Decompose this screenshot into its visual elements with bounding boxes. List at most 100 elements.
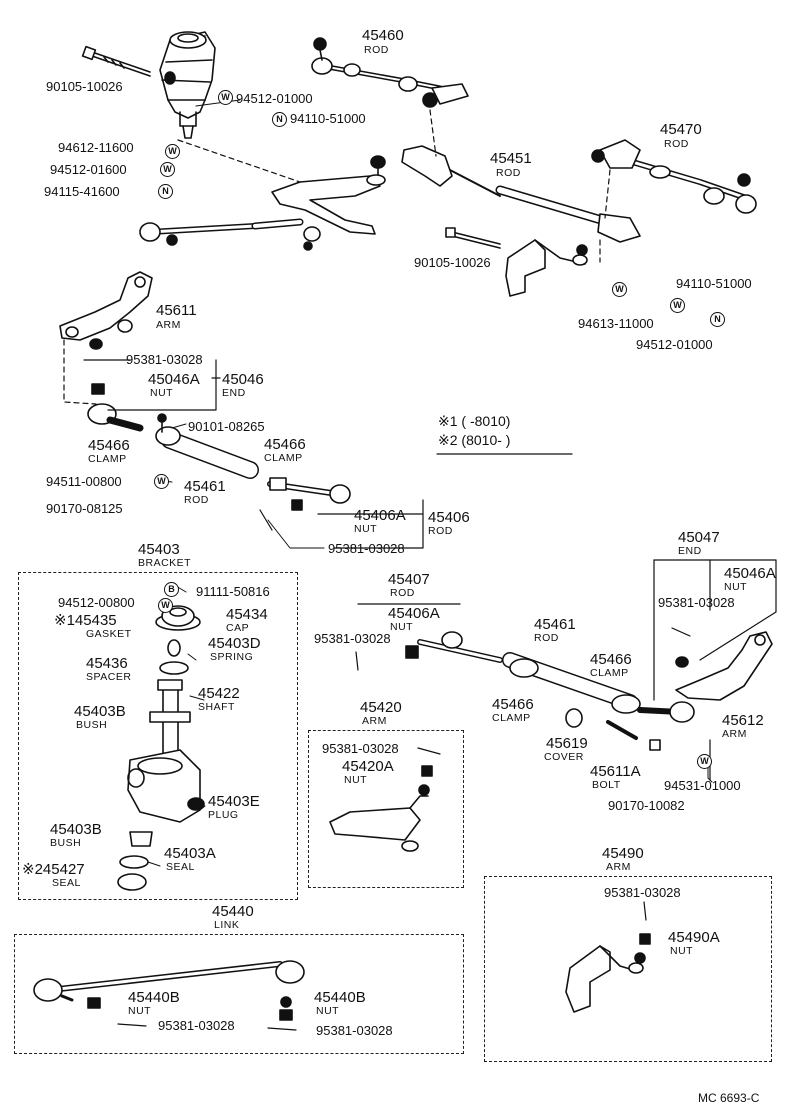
- part-number: 94110-51000: [676, 276, 752, 291]
- arm-45420: [329, 747, 441, 852]
- part-name: CLAMP: [492, 712, 531, 724]
- part-name: CLAMP: [590, 667, 629, 679]
- part-number: 95381-03028: [328, 541, 405, 556]
- note-1: ※1 ( -8010): [438, 413, 511, 429]
- arm-45490-box: [484, 876, 772, 1062]
- part-number: 45406A: [354, 507, 406, 524]
- part-number: 94110-51000: [290, 111, 366, 126]
- part-name: SPRING: [210, 651, 254, 663]
- part-name: ROD: [364, 44, 389, 56]
- leader-dashes-top: [177, 109, 611, 263]
- part-name: BOLT: [592, 779, 621, 791]
- washer-symbol: W: [612, 282, 627, 297]
- part-name: SEAL: [166, 861, 195, 873]
- part-number: 45611A: [590, 763, 641, 780]
- part-number: 45440B: [314, 989, 366, 1006]
- arm-45611: [59, 271, 153, 350]
- part-name: BUSH: [76, 719, 108, 731]
- washer-symbol: W: [218, 90, 233, 105]
- part-number: 90105-10026: [46, 79, 123, 94]
- part-name: NUT: [390, 621, 414, 633]
- part-name: GASKET: [86, 628, 132, 640]
- part-number: 45047: [678, 529, 720, 546]
- part-name: SPACER: [86, 671, 132, 683]
- part-number: 45406: [428, 509, 470, 526]
- part-number: 95381-03028: [314, 631, 391, 646]
- part-name: SHAFT: [198, 701, 235, 713]
- part-number: 45422: [198, 685, 240, 702]
- part-name: NUT: [128, 1005, 152, 1017]
- part-number: 45434: [226, 606, 268, 623]
- part-name: BUSH: [50, 837, 82, 849]
- part-name: ROD: [496, 167, 521, 179]
- part-name: CLAMP: [88, 453, 127, 465]
- grouping-brackets: [107, 359, 777, 781]
- part-number: 45460: [362, 27, 404, 44]
- part-name: ROD: [390, 587, 415, 599]
- part-number: 95381-03028: [322, 741, 399, 756]
- part-number: 45403: [138, 541, 180, 558]
- idler-arm-right: [445, 227, 588, 297]
- bracket-45403-box: [18, 572, 298, 900]
- part-name: NUT: [150, 387, 174, 399]
- part-number: 90101-08265: [188, 419, 265, 434]
- rod-45407: [355, 631, 695, 751]
- part-number: 94512-01600: [50, 162, 127, 177]
- part-number: 45470: [660, 121, 702, 138]
- washer-symbol: W: [154, 474, 169, 489]
- part-number: 91111-50816: [196, 584, 270, 599]
- part-name: END: [222, 387, 246, 399]
- part-number: 45466: [590, 651, 632, 668]
- part-number: 45461: [184, 478, 226, 495]
- tie-rod-end-45046: [83, 359, 144, 432]
- part-number: 90105-10026: [414, 255, 491, 270]
- bolt-symbol: B: [164, 582, 179, 597]
- part-number: 45403B: [74, 703, 126, 720]
- nut-symbol: N: [272, 112, 287, 127]
- part-number: 90170-10082: [608, 798, 685, 813]
- part-name: ARM: [362, 715, 387, 727]
- part-name: PLUG: [208, 809, 239, 821]
- part-number: 94531-01000: [664, 778, 741, 793]
- part-number: 45406A: [388, 605, 440, 622]
- arm-45612: [671, 627, 773, 701]
- drag-link-45451: [401, 145, 641, 243]
- center-arm-left: [271, 155, 386, 235]
- nut-symbol: N: [158, 184, 173, 199]
- rod-45460: [311, 37, 469, 108]
- part-name: END: [678, 545, 702, 557]
- part-number: 45466: [88, 437, 130, 454]
- mark-1-label: ※145435: [54, 612, 117, 629]
- part-number: 45420A: [342, 758, 394, 775]
- arm-45420-box: [308, 730, 464, 888]
- part-number: 90170-08125: [46, 501, 123, 516]
- part-number: 45440: [212, 903, 254, 920]
- part-name: CAP: [226, 622, 250, 634]
- part-number: 45436: [86, 655, 128, 672]
- rod-45406: [259, 477, 351, 531]
- link-45440: [33, 960, 305, 1031]
- washer-symbol: W: [165, 144, 180, 159]
- part-name: NUT: [344, 774, 368, 786]
- bracket-45403-parts: [117, 605, 205, 891]
- leader-dashes-arm: [63, 339, 97, 405]
- part-number: 94115-41600: [44, 184, 120, 199]
- part-number: 45466: [492, 696, 534, 713]
- part-number: 45490A: [668, 929, 720, 946]
- part-number: 45403A: [164, 845, 216, 862]
- part-name: ROD: [664, 138, 689, 150]
- washer-symbol: W: [160, 162, 175, 177]
- link-45440-box: [14, 934, 464, 1054]
- part-number: 45046: [222, 371, 264, 388]
- part-number: 45403E: [208, 793, 260, 810]
- part-number: 95381-03028: [658, 595, 735, 610]
- part-name: CLAMP: [264, 452, 303, 464]
- tie-rod-left: [139, 218, 321, 251]
- part-name: NUT: [670, 945, 694, 957]
- part-number: 45611: [156, 302, 197, 319]
- part-name: ROD: [184, 494, 209, 506]
- part-number: 45046A: [724, 565, 776, 582]
- part-number: 95381-03028: [316, 1023, 393, 1038]
- part-number: 94512-00800: [58, 595, 135, 610]
